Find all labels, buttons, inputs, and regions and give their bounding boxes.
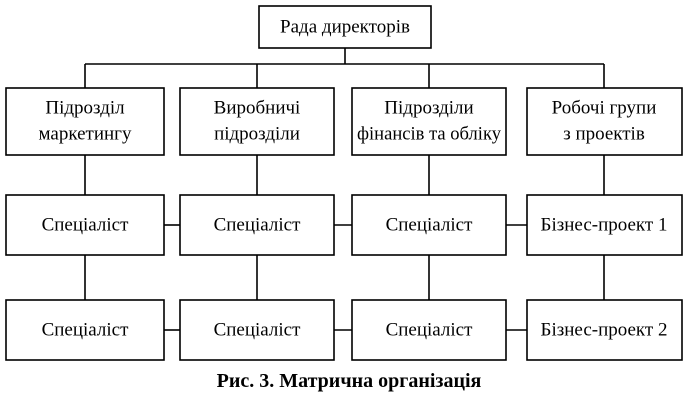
department-3-line-1: Підрозділи	[384, 98, 473, 119]
row1-label-4: Бізнес-проект 1	[541, 215, 668, 236]
row2-box-4: Бізнес-проект 2	[526, 299, 683, 361]
row1-label-2: Спеціаліст	[214, 215, 302, 236]
row2-label-2: Спеціаліст	[214, 320, 302, 341]
department-2-line-1: Виробничі	[214, 98, 301, 119]
board-of-directors-label: Рада директорів	[280, 17, 410, 38]
department-1-line-1: Підрозділ	[45, 98, 125, 119]
row1-label-3: Спеціаліст	[386, 215, 474, 236]
row1-box-3: Спеціаліст	[351, 194, 507, 256]
department-box-2: Виробничі підрозділи	[179, 87, 335, 156]
row1-box-1: Спеціаліст	[5, 194, 165, 256]
department-box-3: Підрозділи фінансів та обліку	[351, 87, 507, 156]
board-of-directors-box: Рада директорів	[258, 5, 432, 49]
row2-box-2: Спеціаліст	[179, 299, 335, 361]
boxes: Рада директорів Підрозділ маркетингу Вир…	[5, 5, 683, 361]
department-1-line-2: маркетингу	[39, 124, 132, 145]
row2-box-1: Спеціаліст	[5, 299, 165, 361]
department-2-line-2: підрозділи	[214, 124, 300, 145]
connector-lines	[84, 48, 605, 331]
department-box-1: Підрозділ маркетингу	[5, 87, 165, 156]
row2-label-3: Спеціаліст	[386, 320, 474, 341]
row1-label-1: Спеціаліст	[42, 215, 130, 236]
figure-caption: Рис. 3. Матрична організація	[216, 370, 482, 392]
department-box-4: Робочі групи з проектів	[526, 87, 683, 156]
department-4-line-2: з проектів	[563, 124, 645, 145]
row2-label-4: Бізнес-проект 2	[541, 320, 668, 341]
row2-box-3: Спеціаліст	[351, 299, 507, 361]
department-4-line-1: Робочі групи	[552, 98, 657, 119]
row2-label-1: Спеціаліст	[42, 320, 130, 341]
department-3-line-2: фінансів та обліку	[357, 124, 501, 145]
row1-box-2: Спеціаліст	[179, 194, 335, 256]
row1-box-4: Бізнес-проект 1	[526, 194, 683, 256]
